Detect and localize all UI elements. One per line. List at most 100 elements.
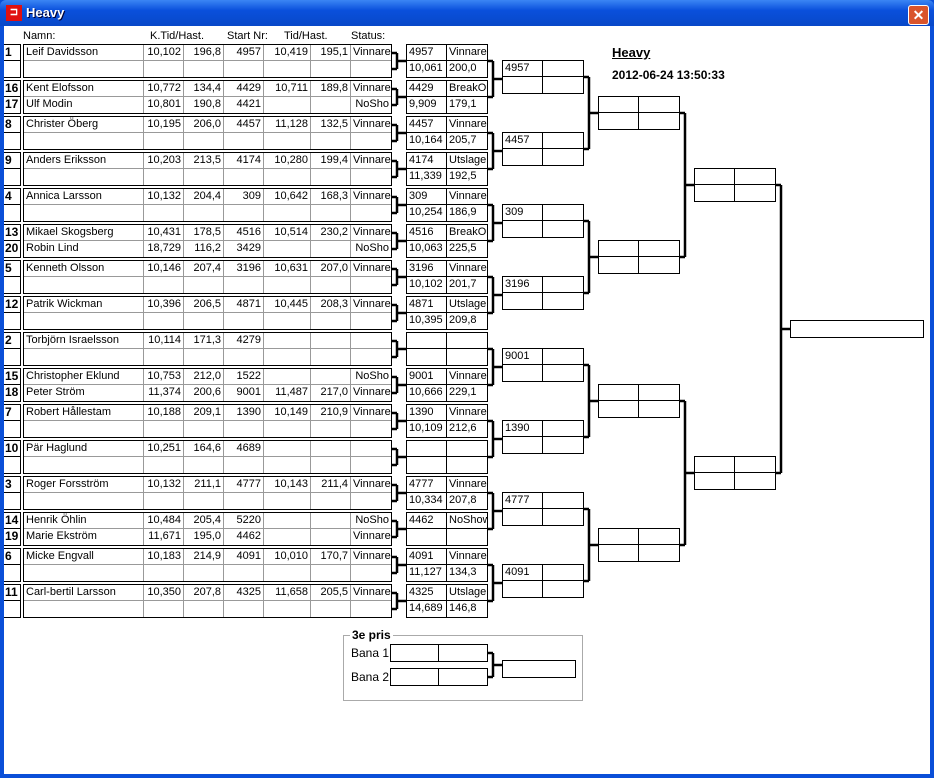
competitor-tid[interactable] — [264, 529, 311, 545]
competitor-hast[interactable]: 132,5 — [311, 117, 351, 133]
competitor-status[interactable] — [351, 133, 391, 149]
competitor-name[interactable]: Annica Larsson — [24, 189, 144, 205]
competitor-tid[interactable]: 11,487 — [264, 385, 311, 401]
bracket-cell[interactable] — [695, 169, 735, 185]
competitor-khast[interactable] — [184, 205, 224, 221]
bracket-cell[interactable] — [503, 365, 543, 381]
competitor-name[interactable] — [24, 61, 144, 77]
competitor-status[interactable]: Vinnare — [351, 45, 391, 61]
bracket-cell[interactable] — [503, 149, 543, 165]
competitor-startnr[interactable]: 309 — [224, 189, 264, 205]
competitor-khast[interactable]: 195,0 — [184, 529, 224, 545]
bracket-cell[interactable] — [695, 457, 735, 473]
competitor-ktid[interactable] — [144, 601, 184, 617]
bracket-cell[interactable]: 146,8 — [449, 602, 477, 614]
competitor-startnr[interactable] — [224, 277, 264, 293]
competitor-name[interactable]: Ulf Modin — [24, 97, 144, 113]
competitor-startnr[interactable] — [224, 493, 264, 509]
competitor-name[interactable]: Kent Elofsson — [24, 81, 144, 97]
bracket-cell[interactable] — [447, 457, 487, 473]
competitor-startnr[interactable] — [224, 349, 264, 365]
competitor-khast[interactable] — [184, 313, 224, 329]
round2-match[interactable]: 4457 — [502, 132, 584, 166]
round3-match[interactable] — [598, 96, 680, 130]
bracket-cell[interactable]: 1390 — [503, 421, 543, 437]
competitor-status[interactable]: Vinnare — [351, 405, 391, 421]
bracket-cell[interactable] — [639, 257, 679, 273]
competitor-status[interactable]: Vinnare — [353, 386, 391, 398]
bracket-cell[interactable] — [543, 149, 583, 165]
competitor-tid[interactable]: 10,143 — [264, 477, 311, 493]
competitor-ktid[interactable]: 10,102 — [144, 45, 184, 61]
competitor-status[interactable] — [351, 313, 391, 329]
competitor-hast[interactable] — [311, 441, 351, 457]
bracket-cell[interactable] — [695, 185, 735, 201]
competitor-status[interactable] — [351, 333, 391, 349]
competitor-ktid[interactable]: 10,188 — [144, 405, 184, 421]
bracket-cell[interactable] — [599, 545, 639, 561]
bracket-cell[interactable]: 4777 — [407, 477, 447, 493]
bracket-cell[interactable] — [439, 645, 487, 661]
competitor-tid[interactable] — [264, 493, 311, 509]
round3-match[interactable] — [598, 528, 680, 562]
bracket-cell[interactable] — [407, 441, 447, 457]
competitor-ktid[interactable]: 10,801 — [144, 97, 184, 113]
third-place-result[interactable] — [502, 660, 576, 678]
competitor-khast[interactable]: 211,1 — [184, 477, 224, 493]
close-button[interactable]: ✕ — [908, 5, 929, 25]
competitor-tid[interactable]: 10,711 — [264, 81, 311, 97]
bracket-cell[interactable]: 229,1 — [449, 386, 477, 398]
bracket-cell[interactable]: 134,3 — [449, 566, 477, 578]
competitor-khast[interactable]: 214,9 — [184, 549, 224, 565]
bracket-cell[interactable]: Utslager — [447, 153, 487, 169]
competitor-name[interactable]: Christer Öberg — [24, 117, 144, 133]
competitor-name[interactable]: Henrik Öhlin — [24, 513, 144, 529]
bracket-cell[interactable] — [543, 205, 583, 221]
competitor-startnr[interactable]: 4957 — [224, 45, 264, 61]
competitor-tid[interactable] — [264, 565, 311, 581]
bracket-cell[interactable]: 10,102 — [407, 277, 447, 293]
bracket-cell[interactable]: BreakOu — [447, 81, 487, 97]
bracket-cell[interactable] — [543, 421, 583, 437]
competitor-khast[interactable]: 209,1 — [184, 405, 224, 421]
bracket-cell[interactable]: 11,127 — [407, 565, 447, 581]
competitor-status[interactable] — [351, 277, 391, 293]
bracket-cell[interactable] — [599, 113, 639, 129]
competitor-khast[interactable]: 206,5 — [184, 297, 224, 313]
competitor-tid[interactable] — [264, 601, 311, 617]
bracket-cell[interactable]: Vinnare — [447, 369, 487, 385]
competitor-startnr[interactable]: 3429 — [224, 241, 264, 257]
competitor-status[interactable]: Vinnare — [351, 117, 391, 133]
competitor-status[interactable] — [351, 169, 391, 185]
competitor-startnr[interactable]: 4279 — [224, 333, 264, 349]
bracket-cell[interactable] — [503, 661, 575, 677]
competitor-tid[interactable]: 10,419 — [264, 45, 311, 61]
competitor-ktid[interactable]: 10,132 — [144, 477, 184, 493]
round2-match[interactable]: 3196 — [502, 276, 584, 310]
bracket-cell[interactable] — [735, 457, 775, 473]
round1-match[interactable] — [406, 332, 488, 366]
bracket-cell[interactable] — [695, 473, 735, 489]
competitor-khast[interactable]: 171,3 — [184, 333, 224, 349]
competitor-ktid[interactable] — [144, 493, 184, 509]
competitor-startnr[interactable]: 4777 — [224, 477, 264, 493]
bracket-cell[interactable]: Vinnare — [447, 405, 487, 421]
bracket-cell[interactable]: 9001 — [503, 349, 543, 365]
bracket-cell[interactable] — [543, 493, 583, 509]
competitor-tid[interactable] — [264, 169, 311, 185]
competitor-status[interactable]: Vinnare — [351, 189, 391, 205]
bracket-cell[interactable] — [503, 581, 543, 597]
bracket-cell[interactable]: 3196 — [407, 261, 447, 277]
bracket-cell[interactable] — [639, 241, 679, 257]
competitor-ktid[interactable]: 18,729 — [144, 241, 184, 257]
competitor-name[interactable] — [24, 421, 144, 437]
competitor-tid[interactable] — [264, 421, 311, 437]
competitor-hast[interactable]: 195,1 — [311, 45, 351, 61]
competitor-ktid[interactable] — [144, 457, 184, 473]
bracket-cell[interactable] — [543, 565, 583, 581]
